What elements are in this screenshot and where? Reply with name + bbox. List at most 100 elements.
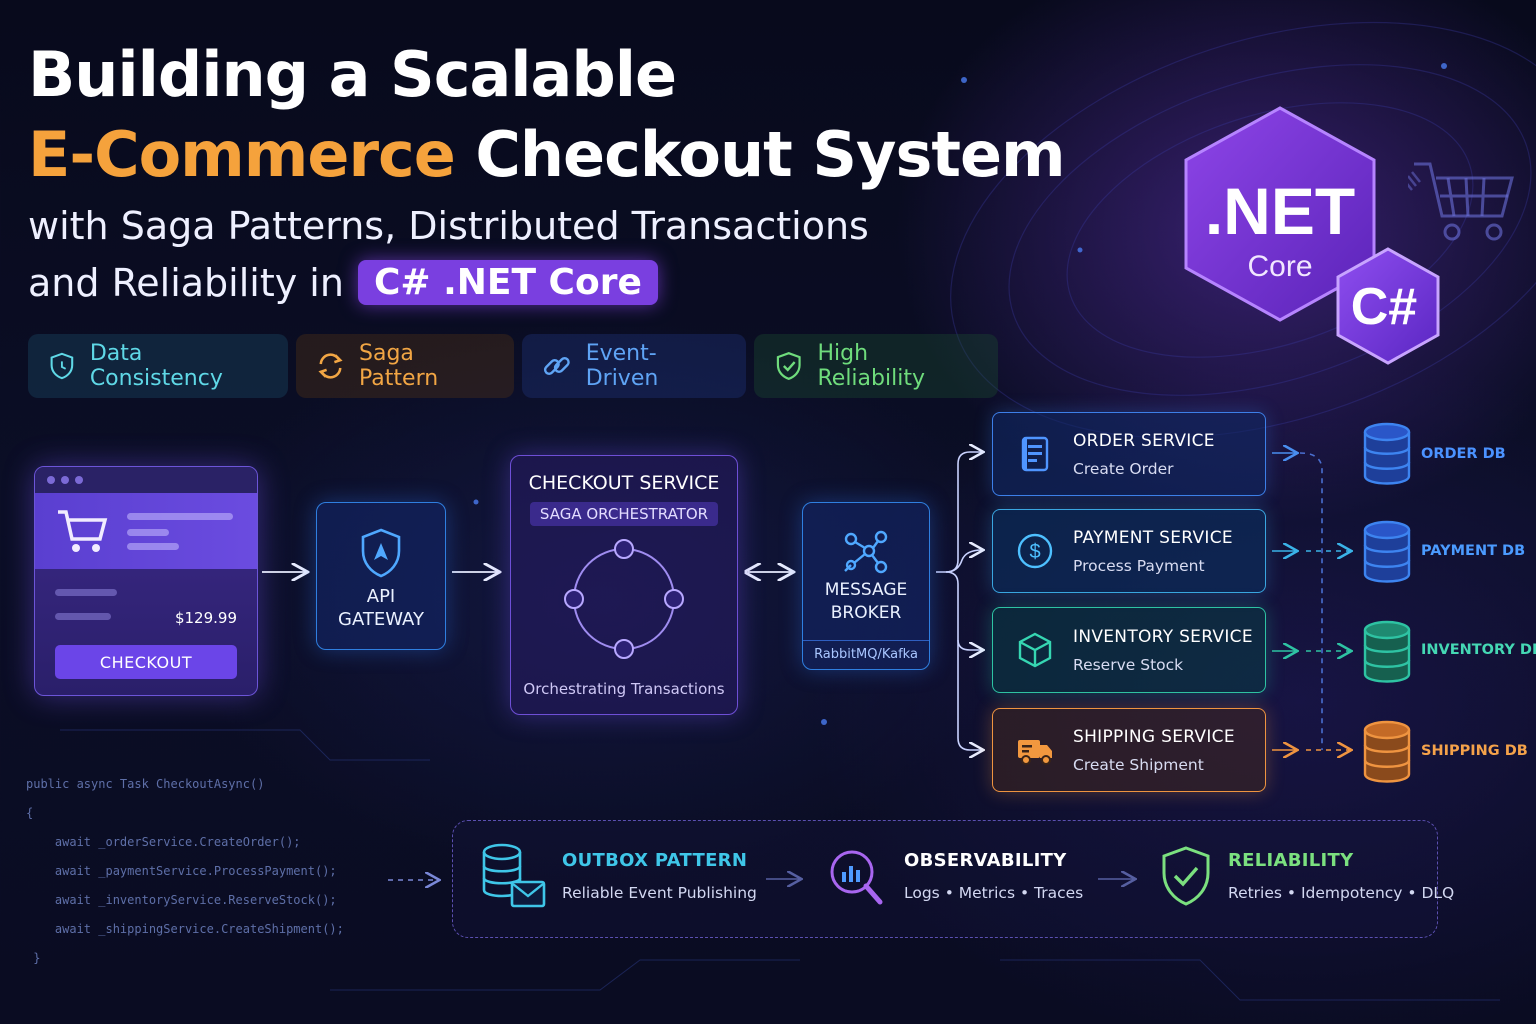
service-title: ORDER SERVICE (1073, 430, 1215, 451)
order-service-text: ORDER SERVICE Create Order (1073, 431, 1215, 478)
checkout-page-mockup: $129.99 CHECKOUT (34, 466, 258, 696)
checkout-service-title: CHECKOUT SERVICE (528, 472, 720, 494)
title-rest: Checkout System (454, 118, 1065, 191)
csharp-logo-text: C# (1351, 278, 1418, 336)
observability-title: OBSERVABILITY (904, 850, 1067, 871)
placeholder-bar (127, 513, 233, 520)
outbox-title: OUTBOX PATTERN (562, 850, 748, 871)
tag-label: Data Consistency (89, 341, 223, 391)
tag-high-reliability: High Reliability (754, 334, 998, 398)
shipping-db-icon (1363, 720, 1411, 783)
inventory-db-label: INVENTORY DB (1421, 642, 1536, 658)
patterns-panel (452, 820, 1438, 938)
net-logo-sub: Core (1247, 250, 1312, 283)
title-line-2: E-Commerce Checkout System (28, 118, 1066, 191)
network-graph-icon (844, 530, 888, 574)
dollar-icon: $ (1017, 533, 1053, 569)
observability-sub: Logs • Metrics • Traces (904, 884, 1084, 902)
outbox-sub: Reliable Event Publishing (562, 884, 757, 902)
dotnet-core-logo: .NET Core (1184, 106, 1376, 322)
shopping-cart-icon (58, 510, 108, 552)
box-icon (1018, 632, 1052, 668)
link-icon (543, 357, 570, 375)
code-line: await _orderService.CreateOrder(); (26, 835, 301, 849)
saga-orchestrator-chip: SAGA ORCHESTRATOR (529, 502, 719, 526)
code-snippet: public async Task CheckoutAsync() { await… (26, 770, 344, 973)
inventory-service-text: INVENTORY SERVICE Reserve Stock (1073, 627, 1253, 674)
tag-label: High Reliability (817, 341, 925, 391)
service-action: Reserve Stock (1073, 655, 1184, 674)
window-dot (47, 476, 55, 484)
outbox-icon (482, 843, 546, 908)
window-dot (75, 476, 83, 484)
checkout-service-footer: Orchestrating Transactions (523, 680, 725, 698)
service-title: INVENTORY SERVICE (1073, 626, 1253, 647)
cart-outline-icon (1408, 162, 1514, 241)
code-line: } (26, 951, 41, 965)
payment-service-node: $ PAYMENT SERVICE Process Payment (992, 509, 1266, 593)
gateway-shield-icon (361, 528, 401, 578)
checkout-button[interactable]: CHECKOUT (55, 645, 237, 679)
order-db-icon (1363, 422, 1411, 485)
orchestration-cycle-icon (564, 539, 684, 659)
tag-saga-pattern: Saga Pattern (296, 334, 514, 398)
code-line: { (26, 806, 34, 820)
shipping-service-text: SHIPPING SERVICE Create Shipment (1073, 727, 1235, 774)
tech-pill: C# .NET Core (357, 260, 658, 305)
sync-icon (318, 353, 343, 379)
broker-tech: RabbitMQ/Kafka (803, 640, 929, 669)
tag-event-driven: Event-Driven (522, 334, 746, 398)
gateway-line-2: GATEWAY (338, 609, 424, 630)
placeholder-bar (55, 613, 111, 620)
checkout-service-node: CHECKOUT SERVICE SAGA ORCHESTRATOR Orche… (510, 455, 738, 715)
tag-label: Event-Driven (585, 341, 659, 391)
magnifier-chart-icon (830, 850, 883, 905)
shield-check-icon (776, 352, 801, 380)
order-service-node: ORDER SERVICE Create Order (992, 412, 1266, 496)
code-line: await _shippingService.CreateShipment(); (26, 922, 344, 936)
tag-label: Saga Pattern (359, 341, 439, 391)
svg-text:$: $ (1029, 541, 1040, 563)
title-line-1: Building a Scalable (28, 38, 677, 111)
placeholder-bar (127, 529, 169, 536)
window-dot (61, 476, 69, 484)
inventory-db-icon (1363, 620, 1411, 683)
shipping-service-node: SHIPPING SERVICE Create Shipment (992, 708, 1266, 792)
cart-price: $129.99 (174, 609, 237, 627)
reliability-title: RELIABILITY (1228, 850, 1354, 871)
service-action: Process Payment (1073, 556, 1205, 575)
reliability-sub: Retries • Idempotency • DLQ (1228, 884, 1455, 902)
payment-db-label: PAYMENT DB (1421, 543, 1526, 559)
order-db-label: ORDER DB (1421, 446, 1506, 462)
title-accent: E-Commerce (28, 118, 456, 191)
code-line: public async Task CheckoutAsync() (26, 777, 265, 791)
inventory-service-node: INVENTORY SERVICE Reserve Stock (992, 607, 1266, 693)
subtitle-line-1: with Saga Patterns, Distributed Transact… (28, 204, 869, 248)
reliability-shield-icon (1162, 846, 1210, 906)
tag-data-consistency: Data Consistency (28, 334, 288, 398)
gateway-line-1: API (366, 586, 396, 607)
cart-hero (35, 493, 257, 569)
code-line: await _paymentService.ProcessPayment(); (26, 864, 337, 878)
payment-db-icon (1363, 520, 1411, 583)
service-title: PAYMENT SERVICE (1073, 527, 1233, 548)
truck-icon (1018, 740, 1052, 765)
shipping-db-label: SHIPPING DB (1421, 743, 1528, 759)
net-logo-text: .NET (1205, 174, 1355, 248)
service-title: SHIPPING SERVICE (1073, 726, 1235, 747)
shield-icon (50, 352, 74, 380)
placeholder-bar (127, 543, 179, 550)
service-action: Create Order (1073, 459, 1174, 478)
document-icon (1021, 436, 1049, 472)
placeholder-bar (55, 589, 117, 596)
broker-line-2: BROKER (830, 603, 902, 623)
subtitle-line-2: and Reliability in C# .NET Core (28, 260, 658, 305)
payment-service-text: PAYMENT SERVICE Process Payment (1073, 528, 1233, 575)
service-action: Create Shipment (1073, 755, 1204, 774)
